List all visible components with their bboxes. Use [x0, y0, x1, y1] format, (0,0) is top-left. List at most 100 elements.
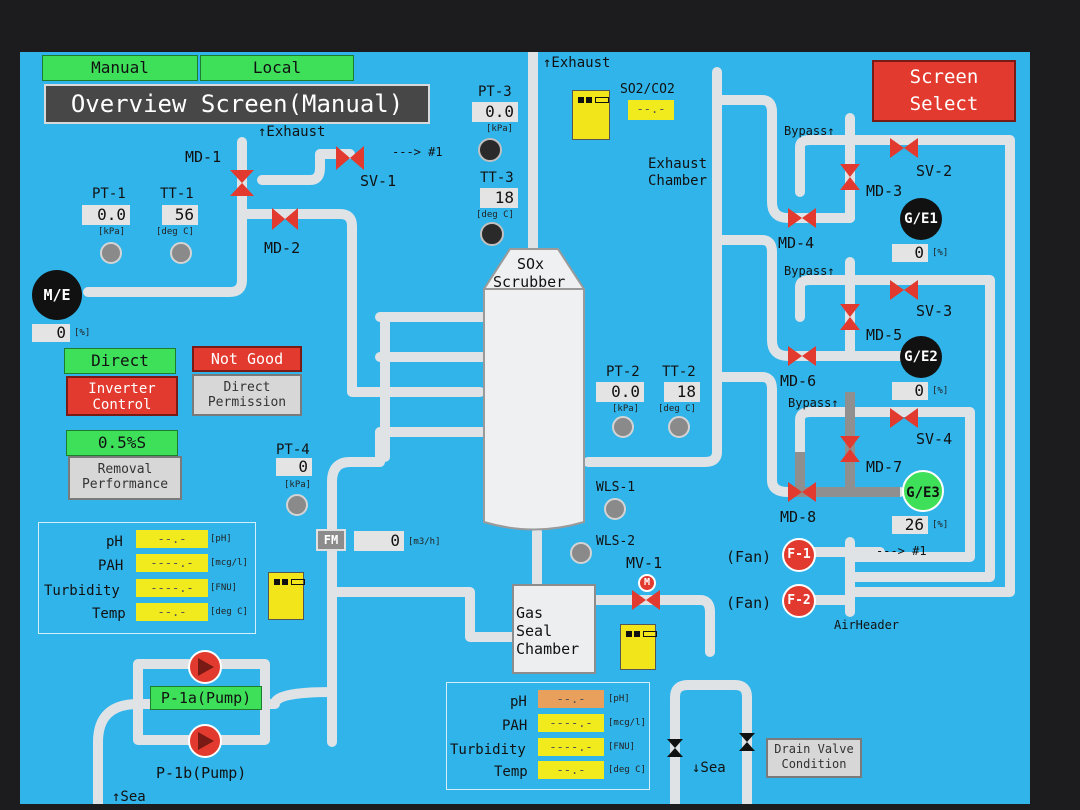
pt4-value: 0 — [276, 458, 312, 476]
sv3-valve-icon[interactable] — [888, 278, 920, 302]
mv1-valve-icon[interactable] — [630, 588, 662, 612]
so2-co2-label: SO2/CO2 — [620, 82, 675, 97]
ge2-load-value: 0 — [892, 382, 928, 400]
pt2-label: PT-2 — [606, 364, 640, 380]
ge2-icon[interactable]: G/E2 — [900, 336, 942, 378]
inlet-temp-value: --.- — [136, 603, 208, 621]
md8-label: MD-8 — [780, 508, 817, 526]
tt2-value: 18 — [664, 382, 700, 402]
ge3-icon[interactable]: G/E3 — [902, 470, 944, 512]
air-header-label: AirHeader — [834, 618, 900, 632]
inlet-temp-label: Temp — [92, 606, 126, 622]
ge1-icon[interactable]: G/E1 — [900, 198, 942, 240]
sea-inlet-label: ↑Sea — [112, 789, 146, 804]
sv1-valve-icon[interactable] — [334, 144, 366, 172]
md5-valve-icon[interactable] — [838, 302, 862, 332]
drain-valve-right-icon[interactable] — [738, 732, 756, 752]
sv2-valve-icon[interactable] — [888, 136, 920, 160]
inverter-control-button[interactable]: Inverter Control — [66, 376, 178, 416]
fan-f2-icon[interactable]: F-2 — [782, 584, 816, 618]
inlet-ph-unit: [pH] — [210, 534, 232, 544]
outlet-pah-unit: [mcg/l] — [608, 718, 646, 728]
pt3-gauge-icon — [478, 138, 502, 162]
gas-seal-chamber[interactable] — [512, 584, 596, 674]
fan2-type-label: (Fan) — [726, 594, 772, 612]
pump-p1a-icon[interactable] — [188, 650, 222, 684]
gas-seal-label-2: Seal — [516, 622, 553, 640]
pt3-value: 0.0 — [472, 102, 518, 122]
page-title: Overview Screen(Manual) — [44, 84, 430, 124]
sea-outlet-label: ↓Sea — [692, 760, 726, 776]
bypass-label-1: Bypass↑ — [784, 124, 835, 138]
direct-permission-button[interactable]: Direct Permission — [192, 374, 302, 416]
ge3-load-value: 26 — [892, 516, 928, 534]
gas-seal-label-1: Gas — [516, 604, 544, 622]
outlet-temp-label: Temp — [494, 764, 528, 780]
screen-select-button[interactable]: Screen Select — [872, 60, 1016, 122]
md2-valve-icon[interactable] — [270, 206, 300, 232]
md8-valve-icon[interactable] — [786, 480, 818, 504]
engine-load-value: 0 — [32, 324, 70, 342]
drain-valve-line1: Drain Valve — [774, 742, 854, 756]
outlet-ph-value: --.- — [538, 690, 604, 708]
bypass-label-2: Bypass↑ — [784, 264, 835, 278]
sv3-label: SV-3 — [916, 302, 953, 320]
inlet-turbidity-value: ----.- — [136, 579, 208, 597]
ge1-load-unit: [%] — [932, 248, 949, 258]
sv4-valve-icon[interactable] — [888, 406, 920, 430]
outlet-analyzer-icon[interactable] — [620, 624, 657, 670]
pt1-label: PT-1 — [92, 186, 126, 202]
sox-scrubber-vessel[interactable] — [482, 247, 586, 532]
exhaust-chamber-label-2: Chamber — [648, 173, 708, 189]
inlet-water-panel — [38, 522, 256, 634]
md3-valve-icon[interactable] — [838, 162, 862, 192]
pt3-unit: [kPa] — [486, 124, 514, 134]
inlet-turbidity-unit: [FNU] — [210, 583, 238, 593]
mode-indicator: Manual — [42, 55, 198, 81]
inlet-analyzer-icon[interactable] — [268, 572, 305, 620]
pt4-gauge-icon — [286, 494, 308, 516]
md6-valve-icon[interactable] — [786, 344, 818, 368]
drain-valve-condition-button[interactable]: Drain Valve Condition — [766, 738, 862, 778]
inlet-ph-label: pH — [106, 534, 123, 550]
removal-target-value: 0.5%S — [66, 430, 178, 456]
engine-load-unit: [%] — [74, 328, 91, 338]
fan-f1-icon[interactable]: F-1 — [782, 538, 816, 572]
outlet-temp-value: --.- — [538, 761, 604, 779]
fan-f1-destination: ---> #1 — [876, 544, 927, 558]
outlet-turbidity-unit: [FNU] — [608, 742, 636, 752]
main-engine-icon[interactable]: M/E — [32, 270, 82, 320]
direct-permission-line1: Direct — [223, 380, 271, 395]
tt1-value: 56 — [162, 205, 198, 225]
tt1-label: TT-1 — [160, 186, 194, 202]
md2-label: MD-2 — [264, 239, 301, 257]
exhaust-chamber-label-1: Exhaust — [648, 156, 708, 172]
wls2-label: WLS-2 — [596, 534, 636, 549]
not-good-status: Not Good — [192, 346, 302, 372]
pump-p1a-label: P-1a(Pump) — [150, 686, 262, 710]
tt3-unit: [deg C] — [476, 210, 514, 220]
scrubber-label-2: Scrubber — [493, 273, 566, 291]
sv2-label: SV-2 — [916, 162, 953, 180]
md1-valve-icon[interactable] — [228, 168, 256, 198]
removal-performance-button[interactable]: Removal Performance — [68, 456, 182, 500]
md7-valve-icon[interactable] — [838, 434, 862, 464]
hmi-screen: Manual Local Overview Screen(Manual) Scr… — [20, 52, 1030, 804]
pump-p1b-icon[interactable] — [188, 724, 222, 758]
so2-analyzer-icon[interactable] — [572, 90, 610, 140]
wls1-label: WLS-1 — [596, 480, 636, 495]
md4-valve-icon[interactable] — [786, 206, 818, 230]
tt2-unit: [deg C] — [658, 404, 696, 414]
md3-label: MD-3 — [866, 182, 903, 200]
inlet-pah-label: PAH — [98, 558, 124, 574]
ge2-load-unit: [%] — [932, 386, 949, 396]
mv1-actuator-icon: M — [638, 574, 656, 592]
tt3-label: TT-3 — [480, 170, 514, 186]
tt2-label: TT-2 — [662, 364, 696, 380]
mv1-label: MV-1 — [626, 554, 663, 572]
control-location-indicator: Local — [200, 55, 354, 81]
drain-valve-left-icon[interactable] — [666, 738, 684, 758]
inlet-pah-value: ----.- — [136, 554, 208, 572]
flow-unit: [m3/h] — [408, 537, 441, 547]
md5-label: MD-5 — [866, 326, 903, 344]
